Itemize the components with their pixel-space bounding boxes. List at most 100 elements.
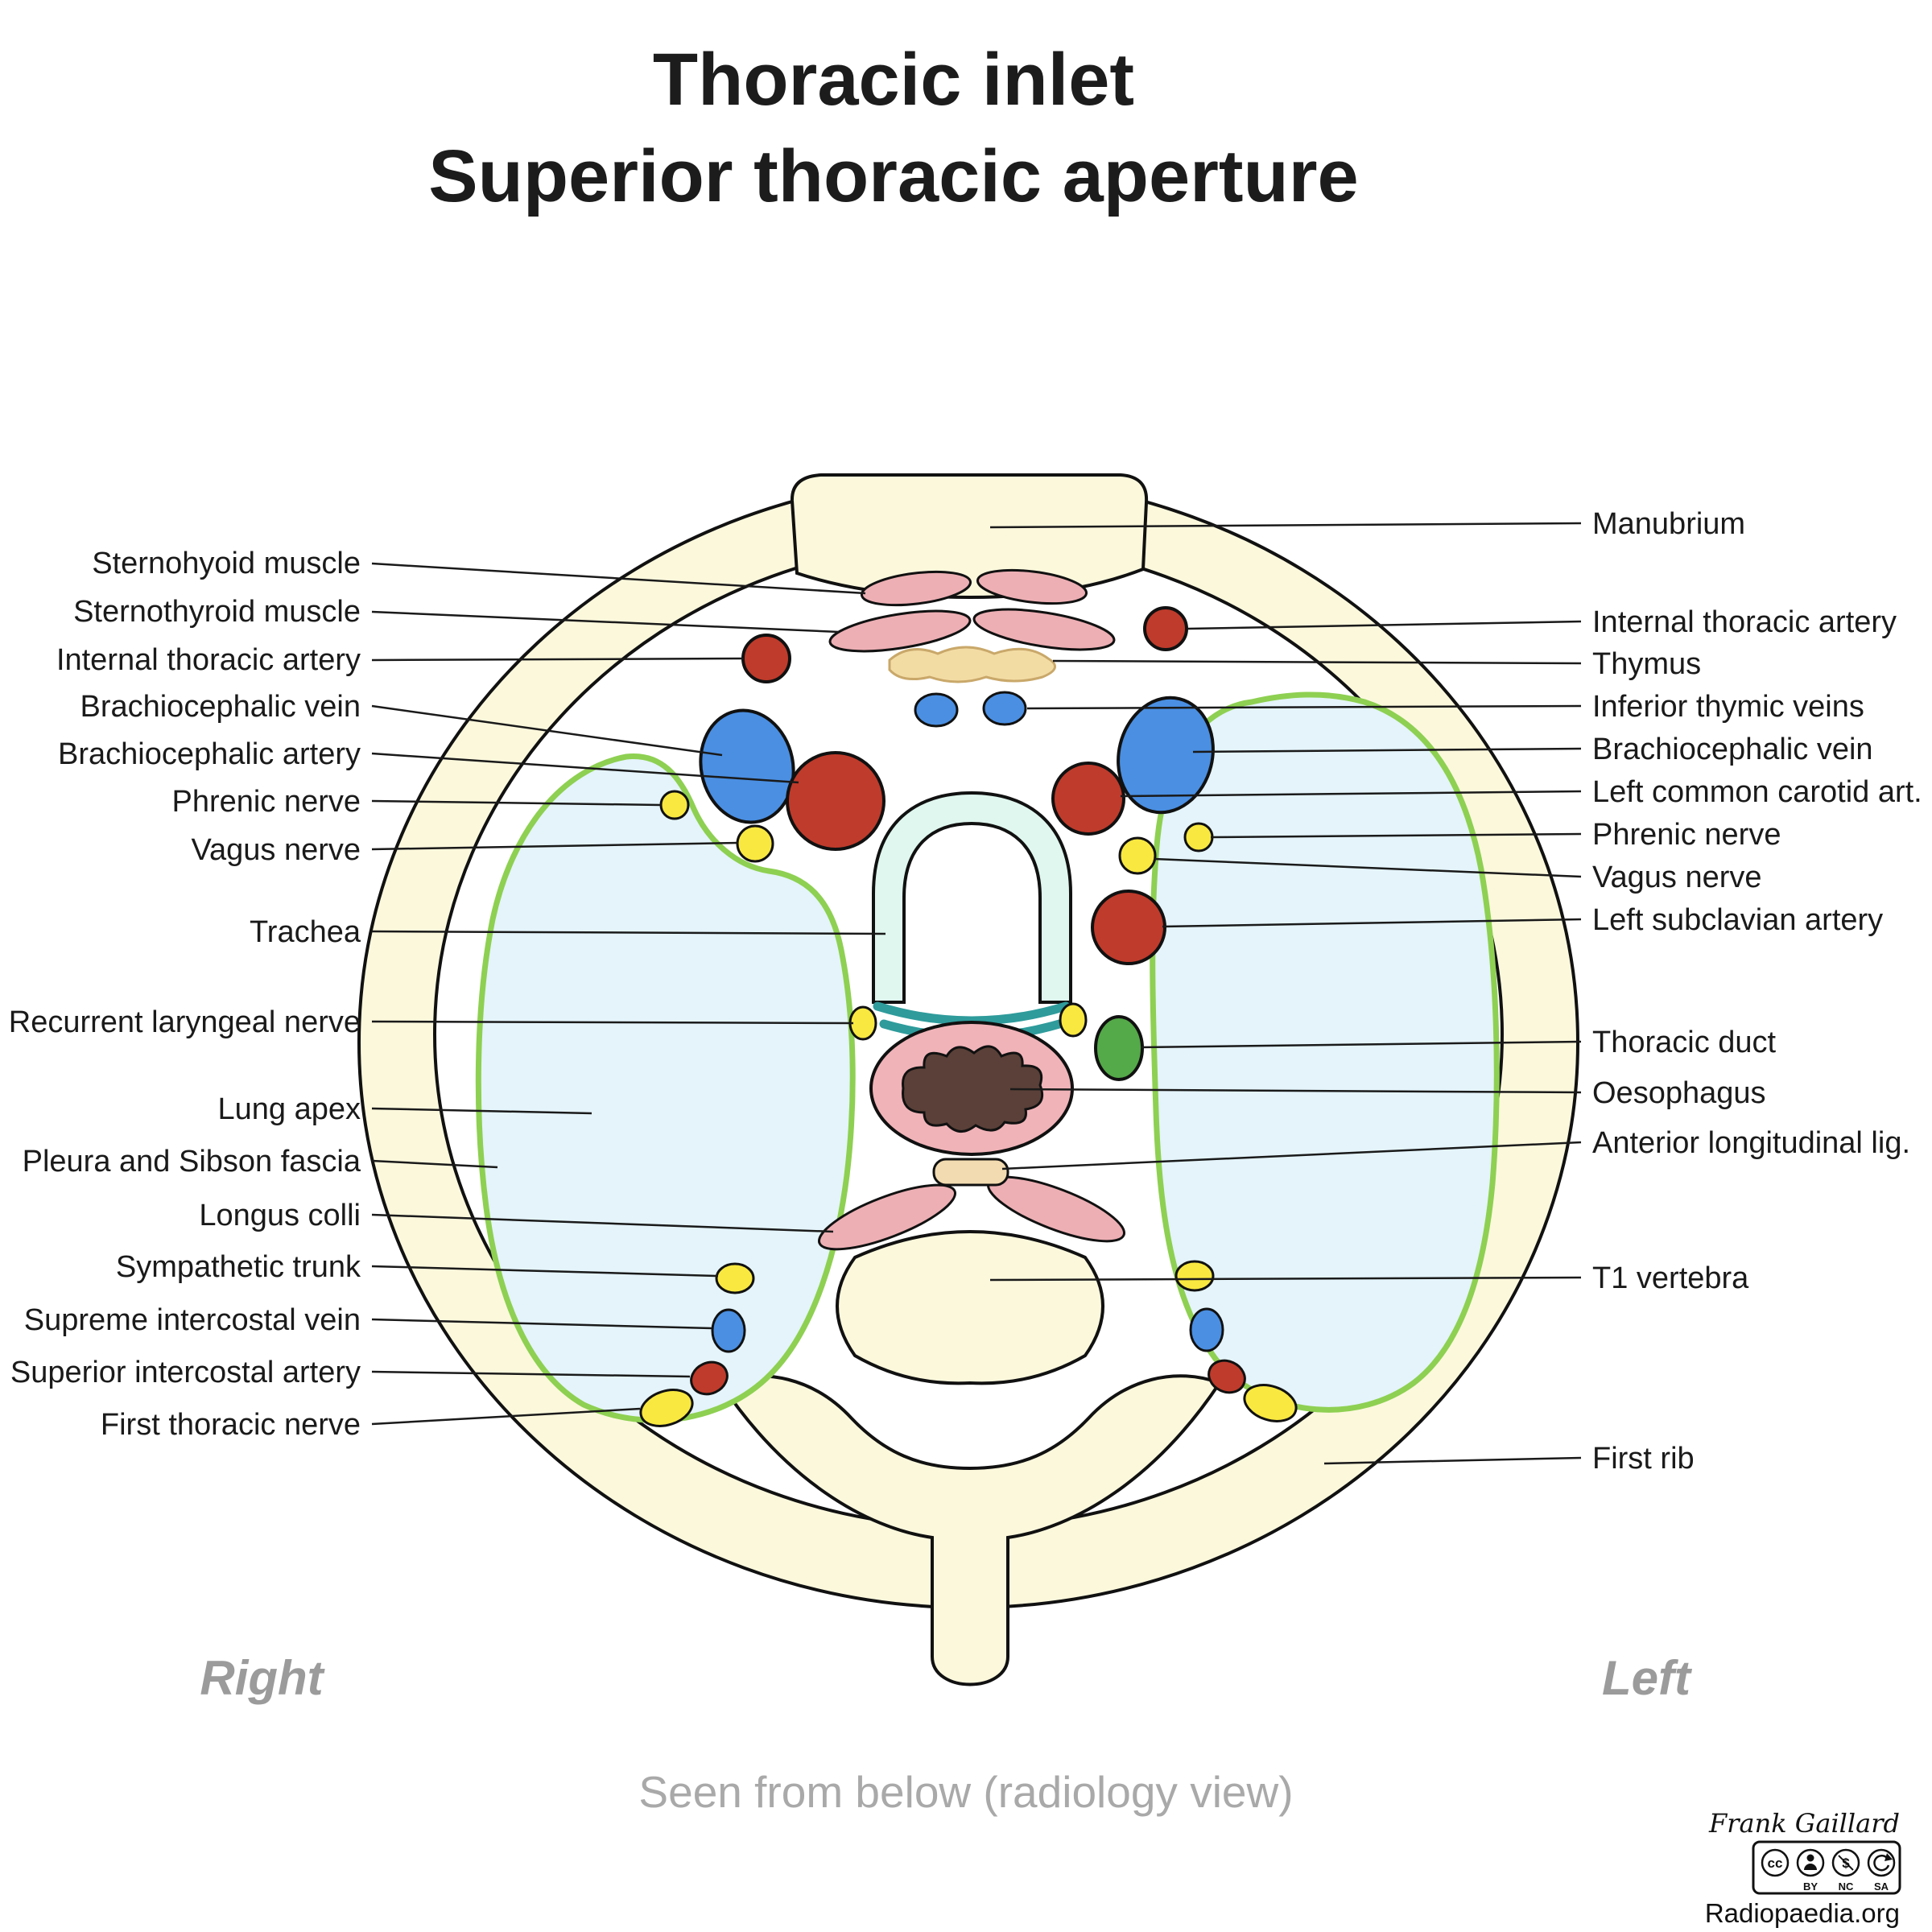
recurrent-laryngeal-nerve-left-shape	[1059, 1002, 1088, 1038]
lead-thymus	[1052, 659, 1582, 665]
thoracic-duct-shape	[1094, 1015, 1144, 1081]
cc-glyph-text: cc	[1768, 1856, 1783, 1871]
lead-brachiocephalic-vein-right	[371, 704, 723, 757]
lead-left-common-carotid	[1120, 790, 1582, 798]
lead-longus-colli	[371, 1213, 834, 1233]
label-first-rib: First rib	[1592, 1442, 1695, 1476]
orientation-left: Left	[1602, 1651, 1693, 1705]
label-vagus-nerve-left: Vagus nerve	[1592, 861, 1762, 894]
label-anterior-longitudinal-lig: Anterior longitudinal lig.	[1592, 1126, 1910, 1160]
longus-colli-right-shape	[818, 1183, 956, 1251]
superior-intercostal-artery-right-shape	[690, 1360, 729, 1396]
label-brachiocephalic-artery: Brachiocephalic artery	[58, 737, 361, 771]
label-superior-intercostal-artery: Superior intercostal artery	[10, 1356, 361, 1389]
lead-supreme-intercostal-vein	[371, 1318, 712, 1330]
lead-inferior-thymic-veins	[1026, 704, 1582, 710]
cc-nc-slash	[1838, 1855, 1854, 1871]
brachiocephalic-vein-right-shape	[699, 708, 795, 824]
label-phrenic-nerve-right: Phrenic nerve	[172, 785, 361, 819]
first-thoracic-nerve-left-shape	[1243, 1384, 1298, 1422]
lead-brachiocephalic-artery	[371, 752, 799, 784]
internal-thoracic-artery-left-shape	[1143, 606, 1188, 651]
trachealis-band-1	[873, 1001, 1071, 1026]
sternothyroid-right-shape	[828, 609, 972, 653]
trachea-shape	[872, 791, 1072, 1004]
label-sternothyroid-muscle: Sternothyroid muscle	[73, 595, 361, 629]
lead-phrenic-nerve-right	[371, 799, 662, 807]
lead-sympathetic-trunk	[371, 1265, 719, 1278]
label-sternohyoid-muscle: Sternohyoid muscle	[92, 547, 361, 580]
left-subclavian-artery-shape	[1091, 890, 1166, 965]
label-t1-vertebra: T1 vertebra	[1592, 1261, 1749, 1295]
t1-vertebral-body-shape	[836, 1230, 1104, 1385]
label-brachiocephalic-vein-right: Brachiocephalic vein	[80, 690, 361, 724]
sternothyroid-left-shape	[972, 608, 1116, 651]
orientation-right: Right	[200, 1651, 325, 1705]
cc-by-text: BY	[1803, 1880, 1818, 1893]
label-internal-thoracic-artery-right: Internal thoracic artery	[56, 643, 361, 677]
lead-trachea	[371, 930, 886, 935]
label-supreme-intercostal-vein: Supreme intercostal vein	[24, 1303, 361, 1337]
lead-left-subclavian-artery	[1162, 918, 1582, 928]
site-credit: Radiopaedia.org	[1705, 1898, 1900, 1928]
cc-by-person-icon	[1796, 1848, 1825, 1877]
cc-sa-arrowhead	[1885, 1853, 1893, 1861]
phrenic-nerve-right-shape	[659, 790, 690, 820]
superior-intercostal-artery-left-shape	[1208, 1359, 1246, 1394]
cc-nc-text: NC	[1839, 1880, 1854, 1893]
lead-internal-thoracic-artery-left	[1187, 620, 1582, 630]
attribution-block: Frank Gaillard cc $ BY NC SA Radiopaedia…	[1705, 1808, 1901, 1928]
label-lung-apex: Lung apex	[218, 1092, 361, 1126]
lead-anterior-longitudinal-lig	[1001, 1141, 1582, 1170]
vagus-nerve-left-shape	[1118, 836, 1157, 875]
leader-lines	[371, 522, 1582, 1465]
cc-sa-arrow-arc	[1873, 1854, 1890, 1872]
label-oesophagus: Oesophagus	[1592, 1076, 1766, 1110]
lead-superior-intercostal-artery	[371, 1370, 691, 1378]
recurrent-laryngeal-nerve-right-shape	[848, 1005, 877, 1041]
brachiocephalic-artery-shape	[786, 751, 886, 851]
label-left-common-carotid: Left common carotid art.	[1592, 775, 1922, 809]
vagus-nerve-right-shape	[736, 824, 774, 863]
label-brachiocephalic-vein-left: Brachiocephalic vein	[1592, 733, 1873, 766]
left-lung-shape	[1150, 691, 1500, 1413]
label-thoracic-duct: Thoracic duct	[1592, 1026, 1777, 1059]
cc-license-badge: cc $ BY NC SA	[1752, 1840, 1901, 1895]
lead-oesophagus	[1009, 1088, 1582, 1094]
lead-t1-vertebra	[989, 1276, 1582, 1282]
page-title-line1: Thoracic inlet	[653, 39, 1134, 121]
cc-by-person-head	[1806, 1854, 1814, 1862]
sternohyoid-right-shape	[860, 570, 972, 607]
cc-sa-icon	[1867, 1848, 1896, 1877]
label-phrenic-nerve-left: Phrenic nerve	[1592, 818, 1781, 852]
label-pleura-sibson-fascia: Pleura and Sibson fascia	[23, 1145, 361, 1179]
label-vagus-nerve-right: Vagus nerve	[191, 833, 361, 867]
label-manubrium: Manubrium	[1592, 507, 1745, 541]
lead-thoracic-duct	[1140, 1040, 1582, 1049]
lead-sternohyoid	[371, 562, 866, 595]
thymus-shape	[888, 646, 1056, 683]
supreme-intercostal-vein-left-shape	[1189, 1307, 1224, 1352]
anterior-longitudinal-ligament-shape	[932, 1158, 1009, 1187]
lead-internal-thoracic-artery-right	[371, 657, 745, 662]
sympathetic-trunk-right-shape	[715, 1262, 755, 1294]
label-recurrent-laryngeal-nerve: Recurrent laryngeal nerve	[9, 1005, 361, 1039]
label-left-subclavian-artery: Left subclavian artery	[1592, 903, 1883, 937]
sympathetic-trunk-left-shape	[1174, 1260, 1215, 1292]
label-internal-thoracic-artery-left: Internal thoracic artery	[1592, 605, 1897, 639]
lead-vagus-nerve-right	[371, 841, 739, 851]
cc-badge-frame	[1752, 1840, 1901, 1895]
lead-recurrent-laryngeal-nerve	[371, 1020, 854, 1025]
lead-phrenic-nerve-left	[1210, 832, 1582, 839]
author-signature: Frank Gaillard	[1708, 1808, 1900, 1839]
lead-first-thoracic-nerve	[371, 1407, 641, 1426]
phrenic-nerve-left-shape	[1183, 822, 1214, 852]
label-first-thoracic-nerve: First thoracic nerve	[101, 1408, 361, 1442]
sternohyoid-left-shape	[976, 568, 1088, 605]
label-inferior-thymic-veins: Inferior thymic veins	[1592, 690, 1864, 724]
brachiocephalic-vein-left-shape	[1117, 696, 1215, 815]
label-thymus: Thymus	[1592, 647, 1701, 681]
cc-sa-text: SA	[1874, 1880, 1889, 1893]
right-lung-shape	[475, 753, 856, 1423]
